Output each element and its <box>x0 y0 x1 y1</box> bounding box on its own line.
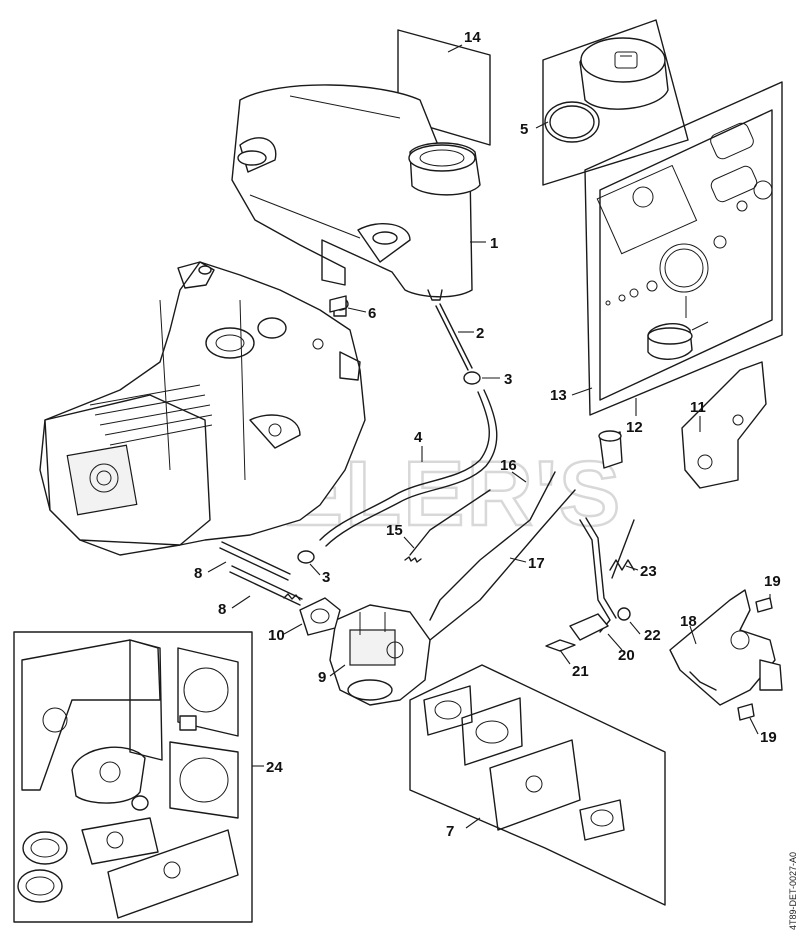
reference-code: 4T89-DET-0027-A0 <box>788 852 798 930</box>
governor-arm-20 <box>545 517 631 652</box>
fuel-line-parts <box>297 295 635 661</box>
gasket-11 <box>681 361 767 489</box>
callout-21: 21 <box>572 663 589 680</box>
callout-8a: 8 <box>194 565 202 582</box>
callout-19b: 19 <box>760 729 777 746</box>
gasket-kit-box-7 <box>409 664 666 906</box>
callouts: 14 5 1 6 2 3 13 12 11 4 16 15 17 23 3 8 … <box>194 29 781 840</box>
stud-bolts-8 <box>219 541 303 606</box>
callout-18: 18 <box>680 613 697 630</box>
callout-14: 14 <box>464 29 481 46</box>
callout-24: 24 <box>266 759 283 776</box>
gasket-kit-box-24 <box>13 631 253 923</box>
callout-17: 17 <box>528 555 545 572</box>
callout-leaders <box>207 44 771 829</box>
callout-4: 4 <box>414 429 423 446</box>
callout-6: 6 <box>368 305 376 322</box>
callout-23: 23 <box>640 563 657 580</box>
callout-2: 2 <box>476 325 484 342</box>
callout-3a: 3 <box>504 371 512 388</box>
callout-19a: 19 <box>764 573 781 590</box>
callout-5: 5 <box>520 121 528 138</box>
fuel-cap-kit-frame-5 <box>542 19 689 186</box>
carburetor-9 <box>299 597 431 706</box>
control-bracket-18 <box>669 589 783 721</box>
engine-block <box>39 261 366 556</box>
fuel-tank-1 <box>231 84 481 301</box>
gasket-kit-frame-13 <box>584 81 783 416</box>
callout-7: 7 <box>446 823 454 840</box>
callout-9: 9 <box>318 669 326 686</box>
callout-15: 15 <box>386 522 403 539</box>
callout-20: 20 <box>618 647 635 664</box>
callout-13: 13 <box>550 387 567 404</box>
callout-16: 16 <box>500 457 517 474</box>
callout-22: 22 <box>644 627 661 644</box>
callout-11: 11 <box>690 399 706 416</box>
callout-3b: 3 <box>322 569 330 586</box>
callout-8b: 8 <box>218 601 226 618</box>
callout-1: 1 <box>490 235 498 252</box>
callout-10: 10 <box>268 627 285 644</box>
callout-12: 12 <box>626 419 643 436</box>
